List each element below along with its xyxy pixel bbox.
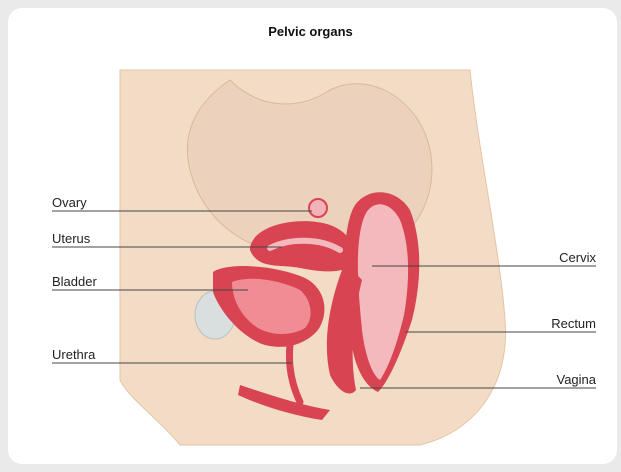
label-rectum: Rectum — [496, 316, 596, 331]
ovary-shape — [309, 199, 327, 217]
label-uterus: Uterus — [52, 231, 90, 246]
label-bladder: Bladder — [52, 274, 97, 289]
label-cervix: Cervix — [496, 250, 596, 265]
label-vagina: Vagina — [496, 372, 596, 387]
label-urethra: Urethra — [52, 347, 95, 362]
label-ovary: Ovary — [52, 195, 87, 210]
